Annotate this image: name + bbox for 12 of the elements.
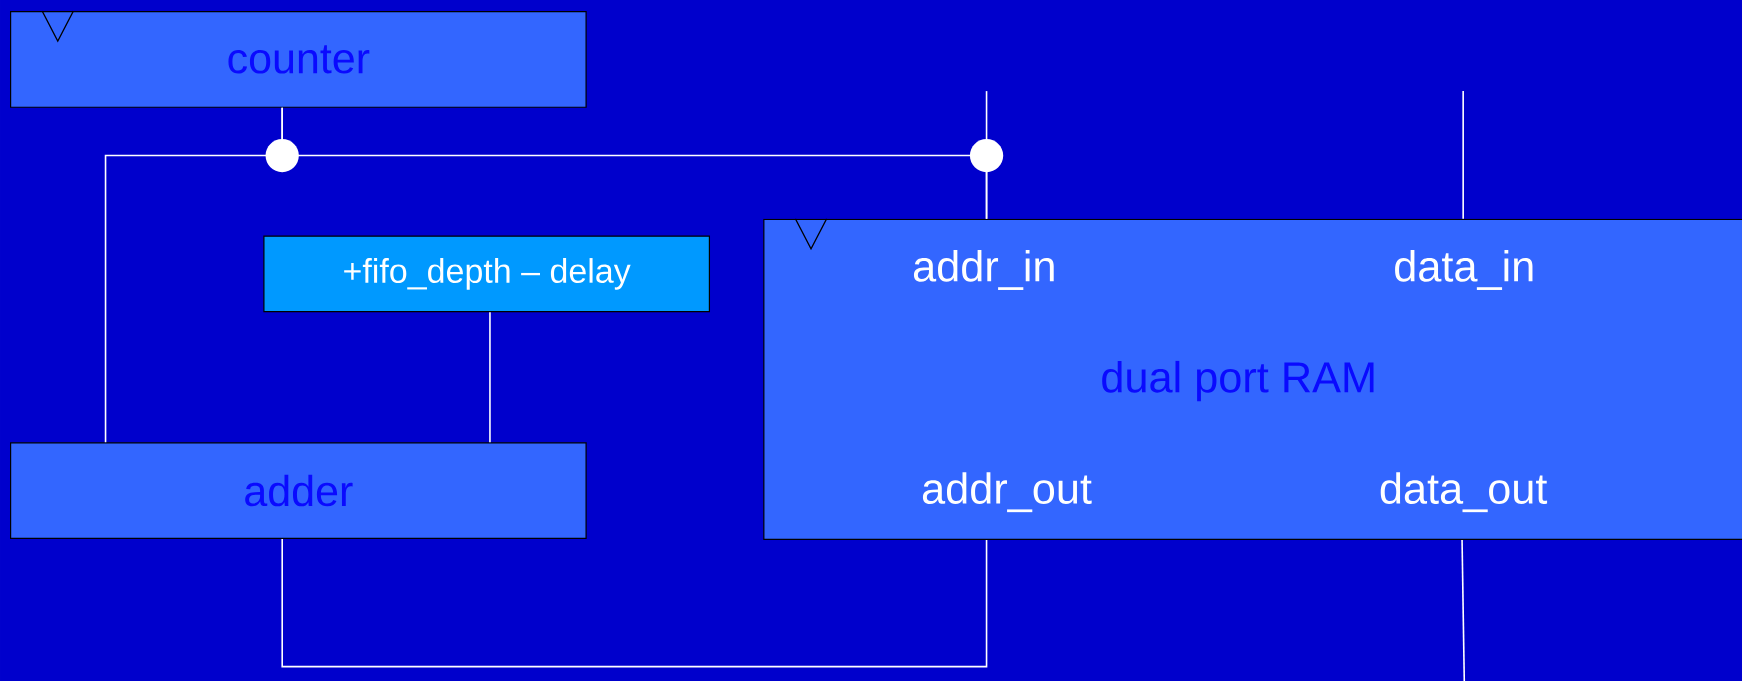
- port-label: addr_in: [913, 250, 1054, 290]
- wire: [1461, 539, 1466, 681]
- port-label: data_out: [1380, 472, 1548, 513]
- wire: [489, 311, 491, 443]
- wire: [281, 538, 988, 668]
- parameter-box: +fifo_depth – delay: [263, 235, 710, 313]
- port-label: addr_out: [922, 472, 1092, 513]
- adder-block: adder: [10, 442, 587, 539]
- port-label: data_in: [1395, 250, 1533, 290]
- counter-block: counter: [10, 11, 587, 108]
- block-title: dual port RAM: [1102, 360, 1374, 402]
- wire: [1462, 90, 1464, 220]
